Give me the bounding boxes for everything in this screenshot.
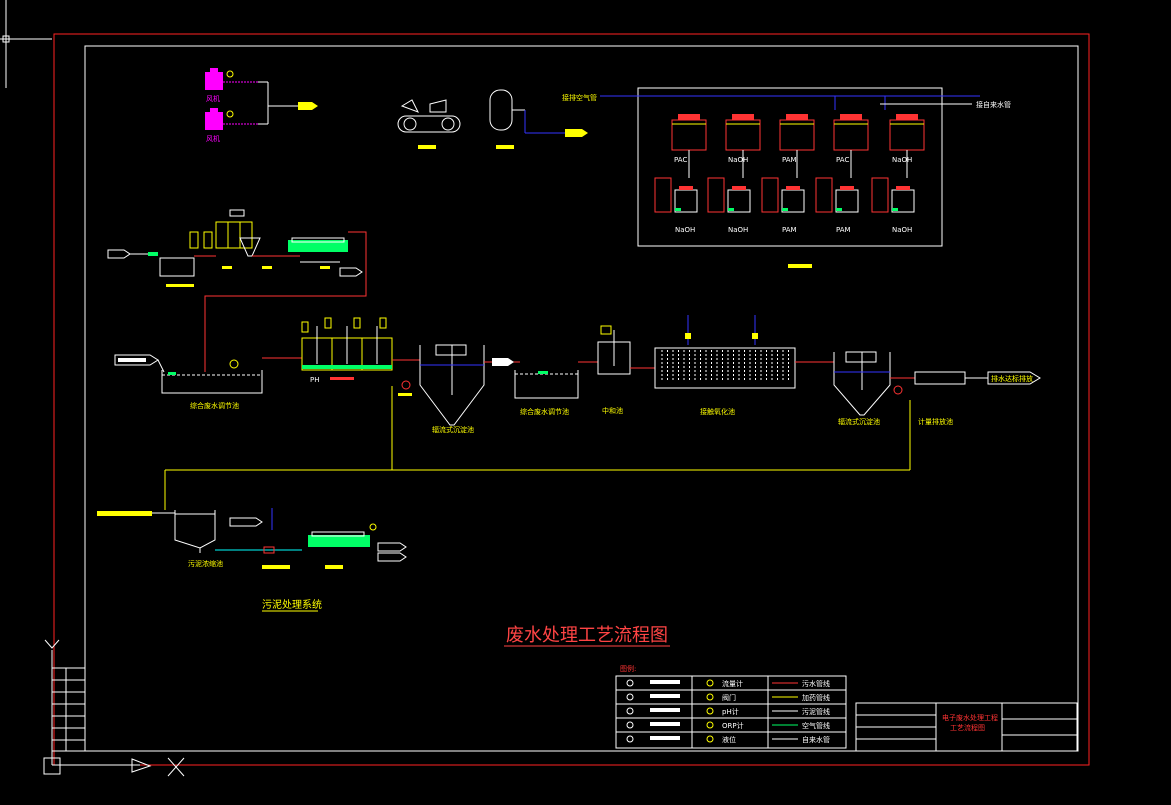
ucs-icon [43,639,185,777]
fan-2: 风机 [205,108,268,143]
legend-line-label: 污水管线 [802,679,830,688]
legend-line-label: 污泥管线 [802,707,830,716]
dosing-tank-bottom-label: NaOH [675,226,695,234]
contact-oxidation-label: 接触氧化池 [700,407,735,416]
neutralization-tank-label: 中和池 [602,406,623,415]
flow-arrow [492,358,514,366]
ph-tag: PH [310,376,320,384]
drawing-outer-frame [53,33,1090,766]
influent-arrow [114,354,165,373]
legend-row: 液位 自来水管 [626,735,830,744]
legend-instrument-label: 流量计 [722,679,743,688]
fan-1-label: 风机 [206,94,220,103]
dosing-tanks-bottom-row: NaOH NaOH PAM PAM NaOH [654,177,915,234]
fan-air-header [267,82,318,124]
dosing-tanks-top-row: PAC NaOH PAM PAC NaOH [671,114,925,178]
legend-line-label: 空气管线 [802,721,830,730]
legend-row: pH计 污泥管线 [626,707,830,716]
drawing-title: 废水处理工艺流程图 [506,625,668,646]
dosing-tank-top: NaOH [889,114,925,178]
sludge-collection-lines [164,386,911,510]
legend-title: 图例: [620,664,636,673]
drawing-inner-frame [84,45,1079,752]
dosing-tank-top: NaOH [725,114,761,178]
metering-tank [893,371,966,395]
neutralization-tank [597,325,631,375]
reactor-tag [330,377,354,380]
sludge-thickening-tank [174,510,216,553]
dosing-tank-top-label: PAM [782,156,797,164]
legend-table [615,675,847,749]
title-block-line-1: 电子废水处理工程 [942,713,998,722]
legend-row: 流量计 污水管线 [626,679,830,688]
legend-instrument-label: 阀门 [722,693,736,702]
collection-tank: 综合废水调节池 [161,359,263,410]
sedimentation-tank-1 [419,344,485,426]
dosing-tank-bottom-label: PAM [836,226,851,234]
legend-instrument-label: pH计 [722,707,739,716]
cad-cursor-icon [0,0,52,88]
discharge-label: 排水达标排放 [991,374,1033,383]
dosing-tag [788,264,812,268]
legend-instrument-label: ORP计 [722,721,744,730]
collection-tank-label: 综合废水调节池 [190,401,239,410]
sedimentation-1-label: 辐流式沉淀池 [432,425,474,434]
fan-2-label: 风机 [206,134,220,143]
legend-row: 阀门 加药管线 [626,693,830,702]
legend-line-label: 加药管线 [802,693,830,702]
dosing-tank-bottom: PAM [815,177,859,234]
sludge-inlet-tag [97,511,152,516]
dosing-tank-bottom-label: NaOH [892,226,912,234]
pretreatment-unit [107,209,363,287]
sludge-system-label: 污泥处理系统 [262,598,322,611]
metering-tank-label: 计量排放池 [918,417,953,426]
equalization-tank-label: 综合废水调节池 [520,407,569,416]
air-pipe-label: 接排空气管 [562,93,597,102]
dosing-tank-top: PAC [833,114,869,178]
dosing-tank-top-label: NaOH [728,156,748,164]
contact-oxidation-tank [654,315,796,389]
legend-line-label: 自来水管 [802,735,830,744]
sludge-pump-1 [398,380,412,396]
equalization-tank [514,370,579,399]
sludge-return-line [204,231,367,372]
dosing-tank-bottom-label: PAM [782,226,797,234]
title-block [855,702,1078,752]
discharge-arrow: 排水达标排放 [987,371,1041,385]
dosing-tank-top-label: PAC [836,156,849,164]
sedimentation-2-label: 辐流式沉淀池 [838,417,880,426]
dosing-tank-bottom: NaOH [871,177,915,234]
dosing-tank-bottom: NaOH [707,177,751,234]
dosing-tank-top: PAC [671,114,707,178]
air-supply-line [600,95,980,110]
dosing-tank-bottom: NaOH [654,177,698,234]
legend-instrument-label: 液位 [722,735,736,744]
sludge-tank-label: 污泥浓缩池 [188,559,223,568]
dosing-system-panel [637,87,943,247]
fan-1: 风机 [205,68,268,103]
dosing-tank-top: PAM [779,114,815,178]
air-receiver-tank [489,89,588,149]
sedimentation-tank-2 [833,351,891,416]
dosing-tank-bottom-label: NaOH [728,226,748,234]
air-compressor [397,99,461,149]
legend-row: ORP计 空气管线 [626,721,830,730]
tap-water-label: 接自来水管 [976,100,1011,109]
left-revision-table [51,667,86,752]
reaction-tanks [301,317,393,371]
dosing-tank-top-label: PAC [674,156,687,164]
sludge-press-train [215,508,407,569]
title-block-line-2: 工艺流程图 [950,723,985,732]
dosing-tank-bottom: PAM [761,177,805,234]
dosing-tank-top-label: NaOH [892,156,912,164]
